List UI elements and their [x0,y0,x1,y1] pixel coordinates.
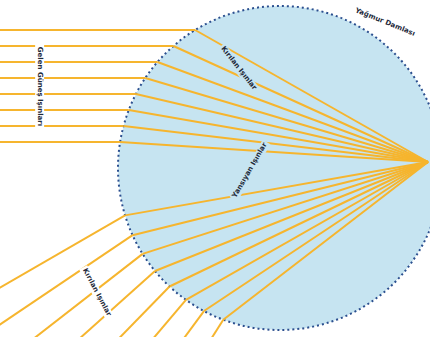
light-ray [0,271,155,337]
light-ray [143,162,428,254]
ray-label: Kırılan Işınlar [79,265,114,320]
light-ray [0,45,173,47]
light-ray [0,235,133,337]
light-ray [50,311,204,337]
light-ray [223,162,428,320]
light-ray [0,109,129,111]
light-ray [0,286,170,337]
light-ray [155,162,428,271]
light-ray [170,162,428,286]
light-ray [0,125,124,127]
light-ray [186,162,428,300]
light-ray [124,126,428,162]
light-ray [0,77,145,79]
light-ray [0,254,143,337]
light-ray [120,142,428,162]
light-ray [84,320,223,337]
ray-label: Gelen Güneş Işınları [36,44,45,127]
light-ray [0,61,157,63]
light-ray [0,215,125,337]
light-rays [0,30,428,337]
light-ray [129,110,428,162]
light-ray [0,93,136,95]
light-ray [0,29,195,31]
light-ray [133,162,428,235]
raindrop [118,6,430,330]
light-ray [0,141,120,143]
light-ray [173,46,428,162]
